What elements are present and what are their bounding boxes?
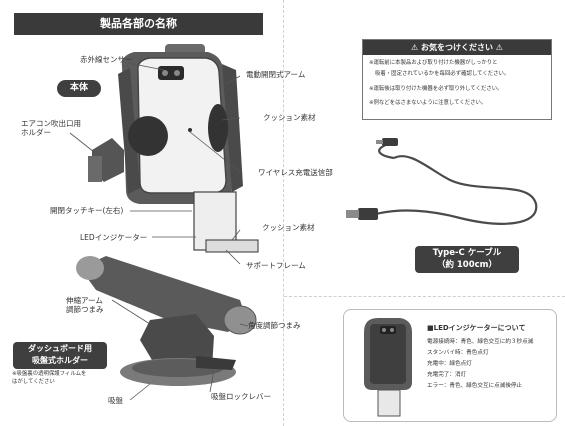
led-device-illustration — [364, 318, 412, 417]
dashboard-holder-note: ※吸盤裏の透明保護フィルムを はがしてください — [12, 371, 87, 385]
label-led-indicator: LEDインジケーター — [80, 233, 148, 242]
label-angle-knob: 角度調節つまみ — [248, 321, 301, 330]
label-ir-sensor: 赤外線センサー — [80, 55, 133, 64]
warning-header: ⚠ お気をつけください ⚠ — [363, 40, 551, 55]
product-illustration — [69, 44, 259, 401]
led-status-line: エラー：青色、緑色交互に点滅後停止 — [427, 383, 523, 389]
label-suction-lever: 吸盤ロックレバー — [211, 392, 271, 401]
ir-sensor-window — [158, 66, 184, 80]
leader-lines — [69, 62, 249, 401]
led-status-line: 電源接続時：青色、緑色交互に約３秒点滅 — [427, 339, 534, 345]
led-status-line: スタンバイ時：青色点灯 — [427, 350, 489, 356]
led-section-title: ■LEDインジケーターについて — [427, 324, 526, 332]
warning-line: ※例などをはさまないように注意してください。 — [369, 100, 487, 106]
label-suction-cup: 吸盤 — [108, 396, 123, 405]
usb-a-plug — [358, 208, 378, 220]
label-support-frame: サポートフレーム — [246, 261, 306, 270]
horizontal-divider — [284, 296, 565, 297]
label-telescopic-arm: 伸縮アーム 調節つまみ — [66, 296, 104, 315]
vertical-divider — [283, 0, 284, 426]
main-unit-badge: 本体 — [57, 80, 101, 97]
led-status-line: 充電完了：消灯 — [427, 372, 467, 378]
angle-knob — [223, 305, 257, 335]
warning-icon: ⚠ — [411, 43, 419, 52]
dashboard-holder-badge: ダッシュボード用 吸盤式ホルダー — [13, 342, 107, 369]
arm-end-knob — [76, 256, 104, 280]
support-foot — [205, 239, 259, 253]
right-arm — [222, 64, 243, 192]
suction-lever — [196, 356, 236, 370]
warning-box: ⚠ お気をつけください ⚠ ※運転前に本製品および取り付けた機器がしっかりと 吸… — [362, 39, 552, 120]
label-air-vent-holder: エアコン吹出口用 ホルダー — [21, 119, 81, 138]
warning-title: お気をつけください — [421, 43, 493, 52]
usb-c-cable-illustration — [346, 138, 538, 225]
cushion-right — [208, 104, 228, 152]
label-motor-arm: 電動開閉式アーム — [246, 70, 306, 79]
warning-icon: ⚠ — [495, 43, 503, 52]
telescopic-arm — [80, 256, 246, 332]
warning-line: ※運転後は取り付けた機器を必ず取り外してください。 — [369, 86, 503, 92]
base-body — [140, 314, 214, 370]
cushion-left — [128, 116, 168, 156]
led-info-box: ■LEDインジケーターについて 電源接続時：青色、緑色交互に約３秒点滅 スタンバ… — [343, 309, 557, 422]
label-cushion-bottom: クッション素材 — [262, 223, 315, 232]
cable-label: Type-C ケーブル （約 100cm） — [415, 246, 519, 273]
warning-line: ※運転前に本製品および取り付けた機器がしっかりと — [369, 60, 498, 66]
label-touch-key: 開閉タッチキー(左右) — [50, 206, 124, 215]
label-cushion-top: クッション素材 — [263, 113, 316, 122]
section-title: 製品各部の名称 — [14, 13, 263, 35]
label-wireless-coil: ワイヤレス充電送信部 — [258, 168, 333, 177]
warning-line: 吸着・固定されているかを毎回必ず確認してください。 — [375, 71, 510, 77]
holder-front-face — [137, 57, 227, 194]
usb-c-plug — [382, 138, 398, 146]
led-status-line: 充電中：緑色点灯 — [427, 361, 472, 367]
